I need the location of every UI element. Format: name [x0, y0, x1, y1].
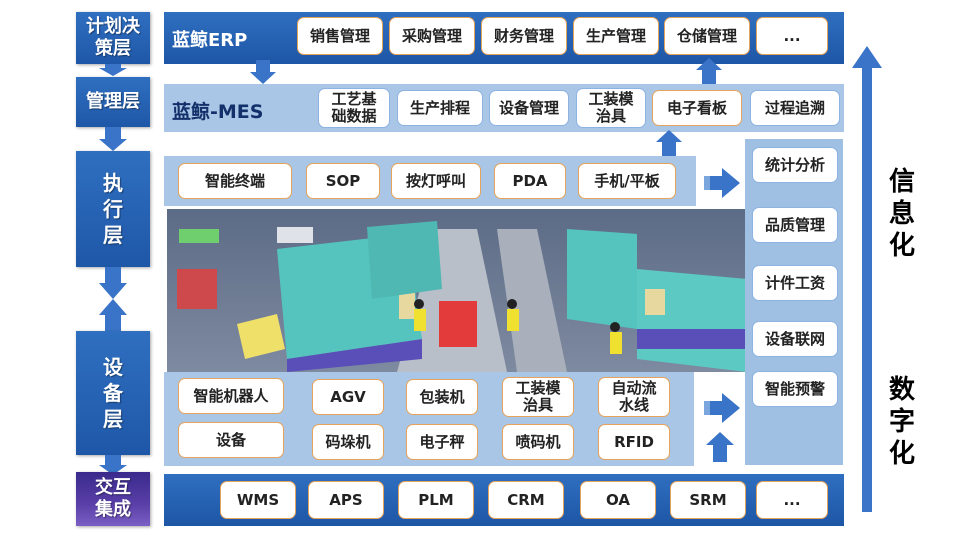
factory-scene-image — [167, 209, 747, 372]
layer-manage-label: 管理层 — [86, 91, 140, 112]
side-label-digital: 数字化 — [888, 375, 915, 469]
integration-item-more[interactable]: ... — [756, 481, 828, 519]
layer-execute: 执行层 — [76, 151, 150, 267]
mes-title: 蓝鲸-MES — [172, 101, 264, 123]
device-item-tooling[interactable]: 工装模治具 — [502, 377, 574, 417]
erp-item-production[interactable]: 生产管理 — [573, 17, 659, 55]
erp-item-more[interactable]: ... — [756, 17, 828, 55]
analytics-item-quality[interactable]: 品质管理 — [752, 207, 838, 243]
double-arrow-icon — [99, 267, 127, 331]
integration-item-aps[interactable]: APS — [308, 481, 384, 519]
integration-item-srm[interactable]: SRM — [670, 481, 746, 519]
layer-manage: 管理层 — [76, 77, 150, 127]
erp-title: 蓝鲸ERP — [172, 30, 248, 51]
layer-device-label: 设备层 — [103, 355, 123, 431]
down-arrow-icon — [250, 60, 276, 84]
mes-item-tooling[interactable]: 工装模治具 — [576, 88, 646, 128]
analytics-panel — [745, 139, 843, 465]
device-item-assembly-line[interactable]: 自动流水线 — [598, 377, 670, 417]
terminal-item-smart[interactable]: 智能终端 — [178, 163, 292, 199]
layer-plan: 计划决策层 — [76, 12, 150, 64]
device-item-printer[interactable]: 喷码机 — [502, 424, 574, 460]
analytics-item-statistics[interactable]: 统计分析 — [752, 147, 838, 183]
layer-integrate-label: 交互集成 — [95, 477, 131, 520]
analytics-item-iot[interactable]: 设备联网 — [752, 321, 838, 357]
device-item-robot[interactable]: 智能机器人 — [178, 378, 284, 414]
up-arrow-icon — [696, 58, 722, 84]
up-arrow-icon — [706, 432, 734, 462]
up-arrow-icon — [656, 130, 682, 156]
right-arrow-icon — [704, 393, 740, 423]
mes-item-kanban[interactable]: 电子看板 — [652, 90, 742, 126]
down-arrow-icon — [99, 127, 127, 151]
right-arrow-icon — [704, 168, 740, 198]
up-arrow-icon — [852, 46, 882, 512]
analytics-item-alert[interactable]: 智能预警 — [752, 371, 838, 407]
terminal-item-mobile[interactable]: 手机/平板 — [578, 163, 676, 199]
layer-device: 设备层 — [76, 331, 150, 455]
terminal-item-pda[interactable]: PDA — [494, 163, 566, 199]
erp-item-purchase[interactable]: 采购管理 — [389, 17, 475, 55]
erp-item-sales[interactable]: 销售管理 — [297, 17, 383, 55]
device-item-equipment[interactable]: 设备 — [178, 422, 284, 458]
layer-execute-label: 执行层 — [103, 171, 123, 247]
mes-item-equipment[interactable]: 设备管理 — [489, 90, 569, 126]
device-item-agv[interactable]: AGV — [312, 379, 384, 415]
down-arrow-icon — [99, 455, 127, 475]
layer-integrate: 交互集成 — [76, 472, 150, 526]
integration-item-plm[interactable]: PLM — [398, 481, 474, 519]
down-arrow-icon — [99, 64, 127, 76]
device-item-packer[interactable]: 包装机 — [406, 379, 478, 415]
mes-item-scheduling[interactable]: 生产排程 — [397, 90, 483, 126]
integration-item-wms[interactable]: WMS — [220, 481, 296, 519]
mes-item-process-data[interactable]: 工艺基础数据 — [318, 88, 390, 128]
layer-plan-label: 计划决策层 — [86, 16, 140, 59]
mes-item-traceability[interactable]: 过程追溯 — [750, 90, 840, 126]
erp-item-finance[interactable]: 财务管理 — [481, 17, 567, 55]
side-label-information: 信息化 — [888, 167, 915, 261]
terminal-item-andon[interactable]: 按灯呼叫 — [391, 163, 481, 199]
analytics-item-piecework[interactable]: 计件工资 — [752, 265, 838, 301]
erp-item-warehouse[interactable]: 仓储管理 — [664, 17, 750, 55]
integration-item-oa[interactable]: OA — [580, 481, 656, 519]
device-item-rfid[interactable]: RFID — [598, 424, 670, 460]
device-item-palletizer[interactable]: 码垛机 — [312, 424, 384, 460]
device-item-scale[interactable]: 电子秤 — [406, 424, 478, 460]
terminal-item-sop[interactable]: SOP — [306, 163, 380, 199]
integration-item-crm[interactable]: CRM — [488, 481, 564, 519]
